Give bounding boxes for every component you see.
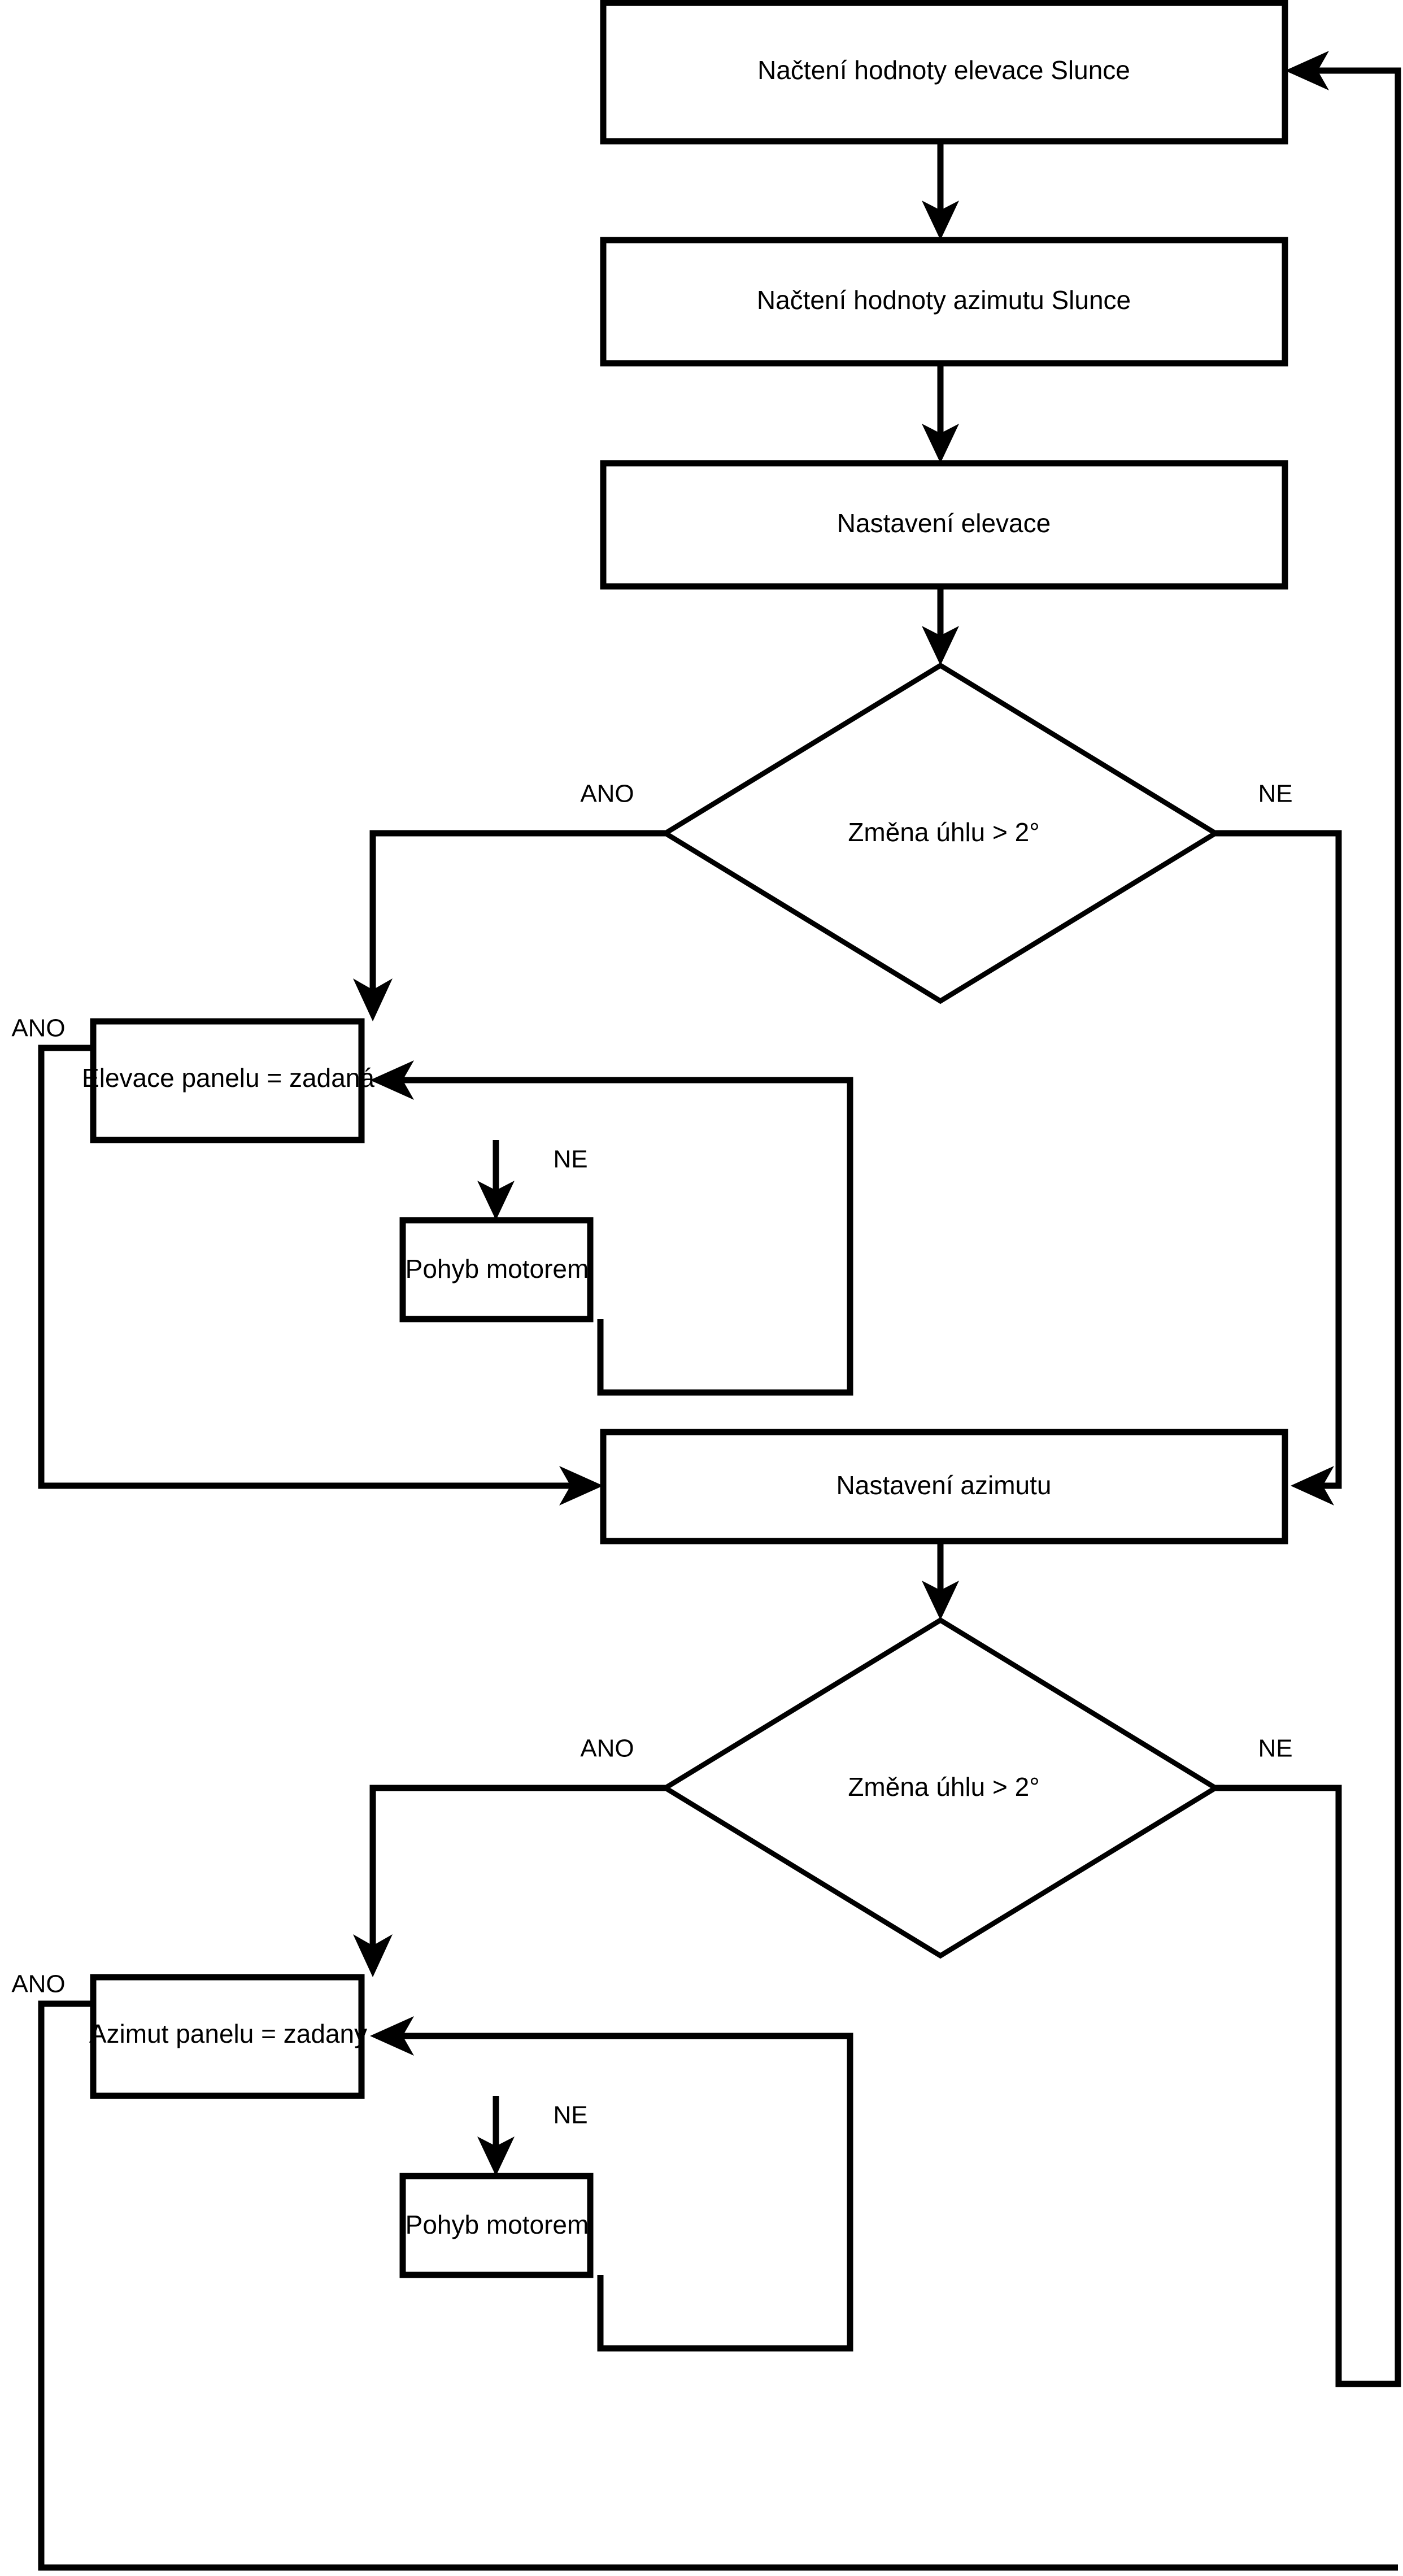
edge-label-panel-elev-no: NE bbox=[553, 1146, 587, 1173]
node-read-azimuth-label: Načtení hodnoty azimutu Slunce bbox=[757, 285, 1131, 315]
node-decide-elev[interactable]: Změna úhlu > 2° bbox=[660, 662, 1221, 1004]
node-read-elevation-label: Načtení hodnoty elevace Slunce bbox=[757, 55, 1130, 85]
edge-decide-elev-no bbox=[1215, 830, 1342, 1505]
node-motor-move-elev-label: Pohyb motorem bbox=[406, 1254, 589, 1283]
node-set-azimuth-label: Nastavení azimutu bbox=[836, 1470, 1052, 1500]
edge-motor-elev-feedback bbox=[370, 1060, 853, 1396]
node-panel-elev-eq-label: Elevace panelu = zadaná bbox=[82, 1063, 374, 1093]
node-decide-azim-label: Změna úhlu > 2° bbox=[848, 1772, 1039, 1802]
node-motor-move-elev[interactable]: Pohyb motorem bbox=[399, 1217, 594, 1322]
node-read-elevation[interactable]: Načtení hodnoty elevace Slunce bbox=[600, 0, 1288, 145]
edge-panel-azim-yes bbox=[38, 2000, 1398, 2571]
node-read-azimuth[interactable]: Načtení hodnoty azimutu Slunce bbox=[600, 237, 1288, 367]
edge-label-panel-elev-yes: ANO bbox=[11, 1015, 65, 1042]
edge-decide-elev-yes bbox=[353, 830, 665, 1021]
node-motor-move-azim[interactable]: Pohyb motorem bbox=[399, 2173, 594, 2278]
edge-read-elevation-to-read-azimuth bbox=[922, 141, 959, 240]
node-panel-elev-eq[interactable]: Elevace panelu = zadaná bbox=[82, 1018, 374, 1143]
node-decide-elev-label: Změna úhlu > 2° bbox=[848, 817, 1039, 847]
edge-set-elevation-to-decide-elev bbox=[922, 586, 959, 665]
node-set-elevation-label: Nastavení elevace bbox=[837, 508, 1051, 538]
edge-label-panel-azim-no: NE bbox=[553, 2101, 587, 2129]
edge-label-decide-elev-yes: ANO bbox=[580, 780, 634, 808]
node-panel-azim-eq-label: Azimut panelu = zadaný bbox=[89, 2019, 367, 2048]
edge-decide-azim-no bbox=[1215, 51, 1401, 2387]
edge-label-panel-azim-yes: ANO bbox=[11, 1970, 65, 1998]
edge-read-azimuth-to-set-elevation bbox=[922, 363, 959, 463]
edge-motor-azim-feedback bbox=[370, 2016, 853, 2352]
edge-panel-elev-no bbox=[477, 1140, 515, 1220]
edge-label-decide-azim-no: NE bbox=[1258, 1735, 1292, 1763]
edge-panel-azim-no bbox=[477, 2096, 515, 2176]
edge-label-decide-elev-no: NE bbox=[1258, 780, 1292, 808]
edge-label-decide-azim-yes: ANO bbox=[580, 1735, 634, 1763]
node-motor-move-azim-label: Pohyb motorem bbox=[406, 2210, 589, 2239]
edge-decide-azim-yes bbox=[353, 1785, 665, 1977]
node-set-elevation[interactable]: Nastavení elevace bbox=[600, 460, 1288, 590]
node-decide-azim[interactable]: Změna úhlu > 2° bbox=[660, 1617, 1221, 1959]
edge-set-azimuth-to-decide-azim bbox=[922, 1541, 959, 1620]
node-panel-azim-eq[interactable]: Azimut panelu = zadaný bbox=[89, 1974, 367, 2099]
edge-panel-elev-yes bbox=[38, 1045, 603, 1505]
node-set-azimuth[interactable]: Nastavení azimutu bbox=[600, 1429, 1288, 1544]
